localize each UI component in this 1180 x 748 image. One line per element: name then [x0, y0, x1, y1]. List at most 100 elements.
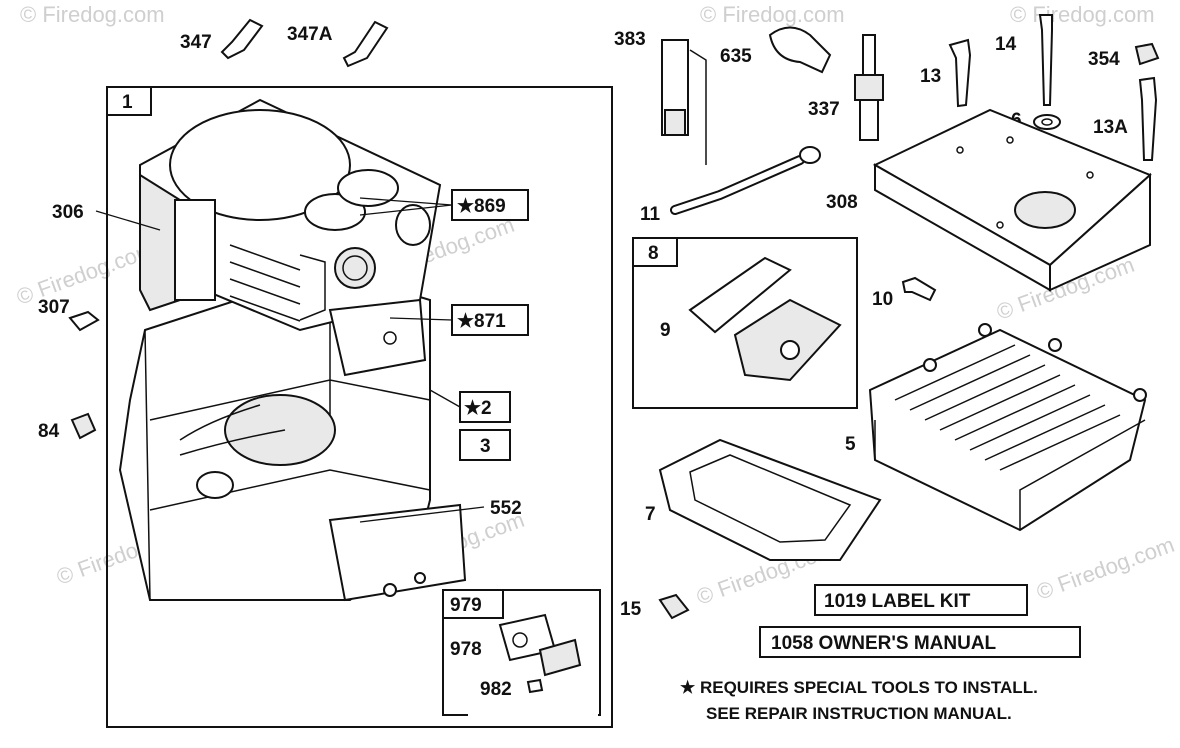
label-337: 337	[808, 99, 840, 120]
block-ribs	[179, 404, 286, 456]
label-982: 982	[480, 679, 512, 700]
flange-hole	[383, 583, 397, 597]
threaded-port-inner	[342, 255, 368, 281]
clip-347a	[342, 20, 389, 68]
cooling-fins	[229, 244, 326, 322]
flange-hole	[414, 572, 426, 584]
box-8-frame	[632, 237, 858, 409]
plug-84	[70, 412, 97, 440]
threaded-port	[334, 247, 376, 289]
label-14: 14	[995, 34, 1017, 55]
valve-seat	[337, 169, 399, 207]
cover-plate	[538, 638, 582, 677]
watermark-text: © Firedog.com	[700, 2, 845, 27]
note-line-1: ★ REQUIRES SPECIAL TOOLS TO INSTALL.	[680, 678, 1038, 697]
box-3-label: 3	[480, 436, 491, 457]
head-edges	[874, 419, 1146, 530]
box-1-label: 1	[122, 92, 133, 113]
breather-cover-hole	[780, 340, 800, 360]
leader-306	[95, 210, 161, 231]
bolt-13	[948, 38, 972, 108]
washer-6-hole	[1041, 118, 1053, 126]
label-84: 84	[38, 421, 60, 442]
label-383: 383	[614, 29, 646, 50]
label-307: 307	[38, 297, 70, 318]
head-gasket-7	[658, 438, 882, 561]
gasket-9	[688, 256, 792, 334]
watermark-text: © Firedog.com	[13, 237, 157, 310]
box-979	[442, 589, 504, 619]
spark-plug-hex	[854, 74, 884, 101]
label-978: 978	[450, 639, 482, 660]
box-8-label: 8	[648, 243, 659, 264]
label-5: 5	[845, 434, 856, 455]
box-8-group: 8	[632, 237, 858, 409]
box-871-label: ★871	[457, 311, 506, 332]
boot-635	[768, 26, 832, 74]
watermark-text: © Firedog.com	[1033, 532, 1177, 605]
heat-shield-side	[1049, 172, 1151, 292]
heat-shield-308	[872, 108, 1152, 292]
nut-354	[1134, 42, 1160, 66]
label-308: 308	[826, 192, 858, 213]
label-10: 10	[872, 289, 893, 310]
spark-plug-thread	[859, 99, 879, 141]
leader-552	[359, 506, 485, 523]
label-306: 306	[52, 202, 84, 223]
box-8	[632, 237, 678, 267]
shroud-panel	[174, 199, 216, 301]
stud-13a	[1138, 76, 1158, 161]
screw-982	[526, 678, 544, 694]
breather-tube-end	[799, 146, 821, 164]
stud-14	[1038, 14, 1053, 106]
label-13a: 13A	[1093, 117, 1128, 138]
label-kit-text: 1019 LABEL KIT	[824, 591, 971, 612]
cylinder-bore	[169, 109, 351, 221]
owners-manual-text: 1058 OWNER'S MANUAL	[771, 633, 997, 654]
label-13: 13	[920, 66, 941, 87]
cylinder-block-frame	[106, 86, 613, 728]
breather-tube-11-inner	[672, 157, 803, 213]
spark-plug-337	[854, 34, 884, 141]
box-1	[106, 86, 152, 116]
head-gasket-7-inner	[689, 454, 852, 543]
tool-383-tip	[664, 109, 686, 136]
washer-6	[1033, 114, 1061, 130]
cylinder-block-group: 1 ★869 ★871	[106, 86, 613, 728]
heat-shield-cutout	[1014, 191, 1076, 229]
bolt-307	[68, 310, 100, 332]
label-9: 9	[660, 320, 671, 341]
box-979-label: 979	[450, 595, 482, 616]
label-11: 11	[640, 204, 661, 225]
leader-2	[429, 389, 461, 408]
label-354: 354	[1088, 49, 1120, 70]
screw-10	[901, 276, 937, 302]
crank-opening	[224, 394, 336, 466]
label-552: 552	[490, 498, 522, 519]
cylinder-head-body	[868, 328, 1147, 532]
clip-347	[220, 18, 264, 60]
watermark-text: © Firedog.com	[1010, 2, 1155, 27]
label-347a: 347A	[287, 24, 333, 45]
label-635: 635	[720, 46, 752, 67]
cylinder-head-5	[868, 323, 1147, 532]
spark-plug-terminal	[862, 34, 876, 76]
label-kit-box	[814, 584, 1028, 616]
leader-871	[389, 317, 453, 321]
head-fins	[894, 344, 1121, 471]
port-opening	[395, 204, 431, 246]
label-15: 15	[620, 599, 642, 620]
block-port	[196, 471, 234, 499]
label-347: 347	[180, 32, 212, 53]
label-mask	[468, 696, 598, 726]
note-line-2: SEE REPAIR INSTRUCTION MANUAL.	[706, 704, 1012, 723]
label-7: 7	[645, 504, 656, 525]
box-3	[459, 429, 511, 461]
leader-869	[359, 197, 453, 216]
shroud-306	[139, 173, 181, 312]
gasket-hole	[512, 632, 528, 648]
box-869-label: ★869	[457, 196, 506, 217]
box-2-label: ★2	[464, 398, 492, 419]
